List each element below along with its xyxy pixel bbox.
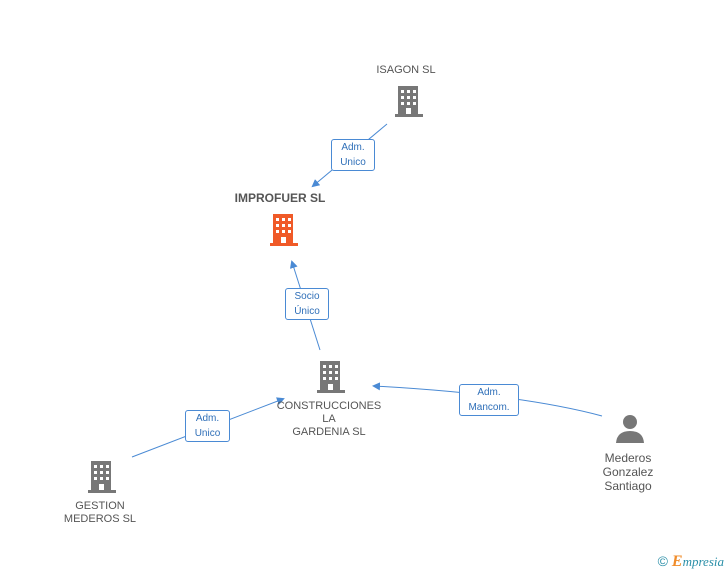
edge-label-line: Mancom. [468, 402, 510, 413]
edge-label-construcciones-improfuer[interactable]: Socio Único [285, 288, 329, 320]
edge-label-line: Adm. [341, 142, 365, 153]
edge-label-isagon-improfuer[interactable]: Adm. Unico [331, 139, 375, 171]
node-label-improfuer[interactable]: IMPROFUER SL [234, 191, 326, 205]
node-label-line: CONSTRUCCIONES [276, 400, 382, 412]
node-label-line: Santiago [604, 479, 652, 493]
node-label-line: GESTION [75, 500, 125, 512]
building-icon[interactable] [314, 359, 348, 395]
edge-label-line: Adm. [477, 387, 501, 398]
brand-logo-initial: E [671, 553, 683, 570]
edge-label-line: Socio [294, 291, 320, 302]
node-label-construcciones[interactable]: CONSTRUCCIONES LA GARDENIA SL [276, 400, 382, 439]
node-label-line: Mederos [604, 451, 652, 465]
building-icon[interactable] [85, 459, 119, 495]
node-label-line: GARDENIA SL [292, 426, 366, 438]
node-label-gestion[interactable]: GESTION MEDEROS SL [50, 500, 150, 526]
edge-label-mederos-construcciones[interactable]: Adm. Mancom. [459, 384, 519, 416]
building-icon[interactable] [392, 84, 426, 118]
edge-label-line: Único [294, 306, 320, 317]
node-label-mederos[interactable]: Mederos Gonzalez Santiago [590, 451, 666, 493]
person-icon[interactable] [614, 414, 646, 444]
node-label-isagon[interactable]: ISAGON SL [376, 64, 436, 76]
copyright-symbol: © [657, 553, 668, 569]
edge-label-line: Unico [194, 428, 221, 439]
edge-label-line: Unico [340, 157, 366, 168]
node-label-line: Gonzalez [602, 465, 654, 479]
building-icon[interactable] [267, 212, 301, 248]
edge-label-gestion-construcciones[interactable]: Adm. Unico [185, 410, 230, 442]
node-label-line: LA [322, 413, 336, 425]
edge-label-line: Adm. [195, 413, 220, 424]
node-label-line: MEDEROS SL [63, 513, 137, 525]
footer-brand: ©Empresia [658, 553, 724, 571]
brand-logo-text: mpresia [682, 554, 724, 569]
